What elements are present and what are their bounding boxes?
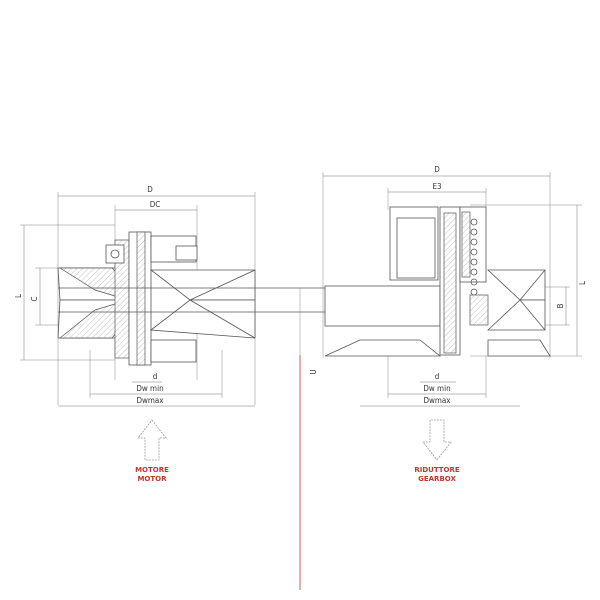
- motor-dim-dwmin: Dw min: [136, 384, 163, 393]
- spring-icon: [470, 218, 478, 296]
- gearbox-dim-B: B: [556, 303, 565, 308]
- motor-dim-dwmax: Dwmax: [136, 396, 164, 405]
- gearbox-dim-d: d: [435, 372, 440, 381]
- motor-dim-C: C: [30, 296, 39, 301]
- motor-dim-d: d: [153, 372, 158, 381]
- gearbox-label-en: GEARBOX: [418, 475, 456, 483]
- motor-dim-D: D: [147, 185, 153, 194]
- motor-label-en: MOTOR: [137, 475, 167, 483]
- gearbox-dim-dwmax: Dwmax: [423, 396, 451, 405]
- gearbox-arrow-icon: [422, 419, 452, 461]
- dim-U: U: [309, 369, 318, 374]
- motor-arrow-icon: [137, 419, 167, 461]
- motor-dim-L: L: [14, 294, 23, 298]
- gearbox-dim-L: L: [578, 281, 587, 285]
- center-distance: U: [299, 288, 318, 590]
- motor-label: MOTORE: [135, 466, 169, 474]
- gearbox-label: RIDUTTORE: [414, 466, 460, 474]
- gearbox-dim-E3: E3: [432, 182, 441, 191]
- gearbox-dim-D: D: [434, 165, 440, 174]
- motor-pulley: D DC L C d Dw min Dwmax: [14, 185, 330, 407]
- motor-dim-DC: DC: [150, 200, 161, 209]
- gearbox-dim-dwmin: Dw min: [423, 384, 450, 393]
- gearbox-pulley: D E3 L B d Dw min Dwmax: [322, 165, 587, 407]
